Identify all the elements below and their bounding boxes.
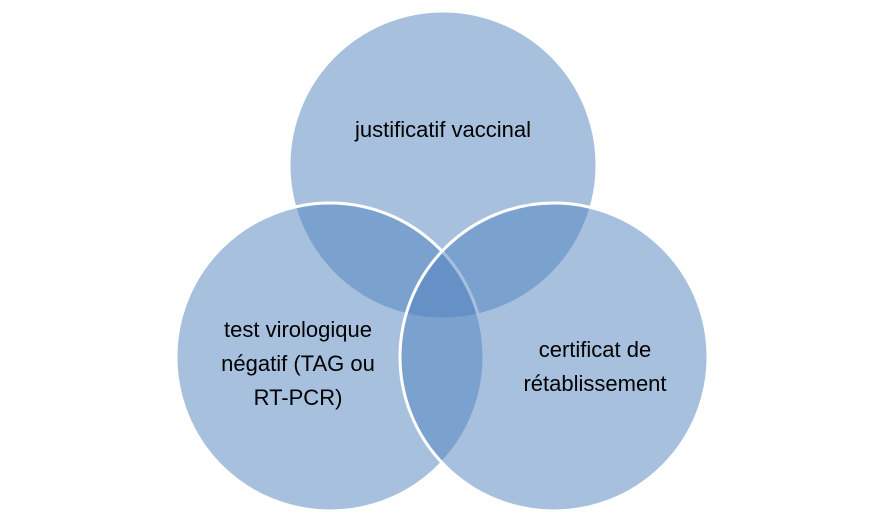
label-line: RT-PCR) bbox=[253, 385, 343, 410]
label-right-set: certificat de rétablissement bbox=[523, 333, 666, 401]
label-left-set: test virologique négatif (TAG ou RT-PCR) bbox=[221, 313, 375, 415]
label-top-set: justificatif vaccinal bbox=[355, 113, 531, 147]
label-line: certificat de bbox=[538, 337, 652, 362]
label-line: rétablissement bbox=[523, 371, 667, 396]
label-line: test virologique bbox=[224, 317, 372, 342]
label-line: justificatif vaccinal bbox=[354, 117, 532, 142]
label-line: négatif (TAG ou bbox=[221, 351, 375, 376]
circle-certificat-retablissement bbox=[398, 201, 710, 513]
